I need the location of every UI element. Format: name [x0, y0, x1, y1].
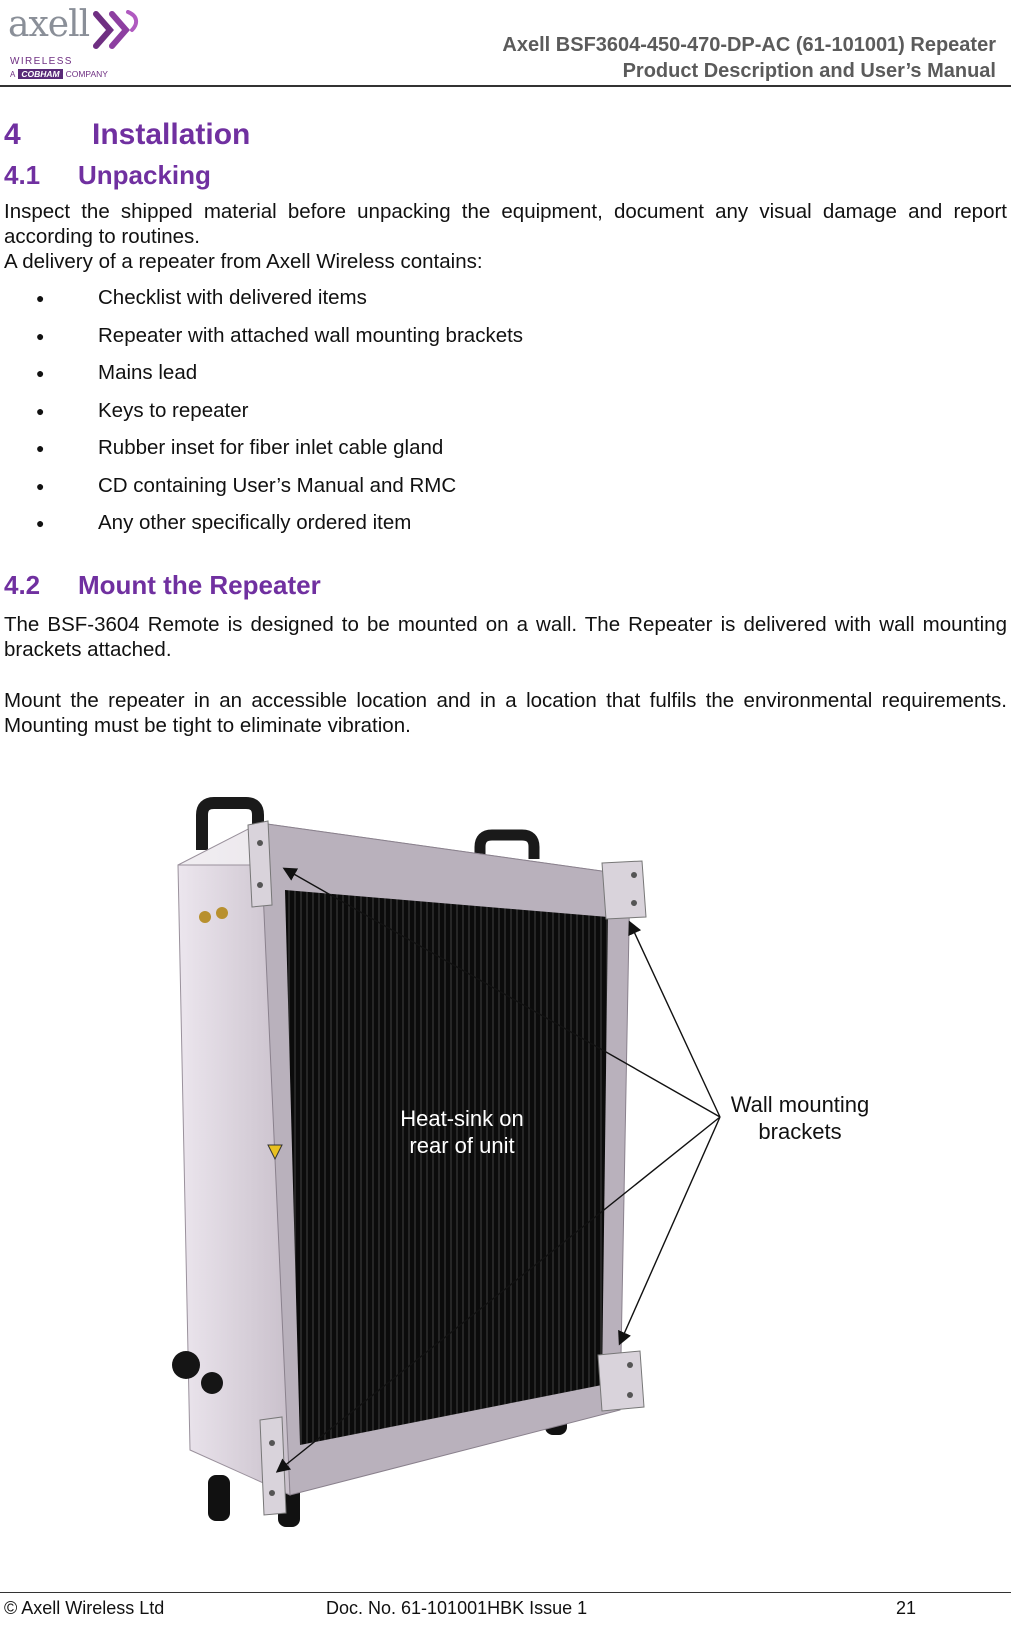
wall-brackets-callout-line2: brackets: [758, 1119, 842, 1144]
heat-sink-callout-line2: rear of unit: [409, 1133, 515, 1158]
foot: [208, 1475, 230, 1521]
footer-doc-number: Doc. No. 61-101001HBK Issue 1: [326, 1598, 588, 1618]
logo-subtitle-wireless: WIRELESS: [10, 56, 73, 67]
cable-gland: [201, 1372, 223, 1394]
document-title-line1: Axell BSF3604-450-470-DP-AC (61-101001) …: [502, 34, 996, 56]
bullet-icon: ●: [36, 327, 45, 344]
heat-sink-callout: Heat-sink on rear of unit: [382, 1105, 542, 1159]
mount-paragraph-2: Mount the repeater in an accessible loca…: [4, 689, 1007, 737]
logo-company-text: COMPANY: [65, 69, 108, 79]
subsection-title: Unpacking: [78, 160, 211, 190]
list-item: ● Any other specifically ordered item: [36, 511, 523, 549]
list-item: ● Rubber inset for fiber inlet cable glan…: [36, 436, 523, 474]
list-item-text: Mains lead: [98, 361, 198, 384]
bullet-icon: ●: [36, 515, 45, 531]
list-item: ● Keys to repeater: [36, 399, 523, 437]
bullet-icon: ●: [36, 440, 45, 456]
repeater-photo-figure: Heat-sink on rear of unit Wall mounting …: [150, 795, 910, 1530]
logo-chevron-icon: [93, 10, 139, 49]
cable-gland: [172, 1351, 200, 1379]
heat-sink-callout-line1: Heat-sink on: [400, 1106, 524, 1131]
header-divider: [0, 85, 1011, 87]
wall-brackets-callout: Wall mounting brackets: [720, 1091, 880, 1145]
list-item-text: Keys to repeater: [98, 398, 249, 422]
bullet-icon: ●: [36, 365, 45, 381]
handle: [474, 829, 540, 863]
cobham-brand: COBHAM: [18, 69, 63, 79]
list-item-text: CD containing User’s Manual and RMC: [98, 473, 457, 497]
subsection-title: Mount the Repeater: [78, 570, 321, 600]
subsection-heading-mount: 4.2 Mount the Repeater: [4, 570, 321, 601]
subsection-number: 4.1: [4, 160, 41, 190]
bullet-icon: ●: [36, 290, 45, 306]
subsection-heading-unpacking: 4.1 Unpacking: [4, 160, 211, 191]
section-title: Installation: [92, 118, 251, 151]
list-item-text: Checklist with delivered items: [98, 286, 367, 309]
list-item-text: Rubber inset for fiber inlet cable gland: [98, 436, 444, 459]
mount-paragraph-1: The BSF-3604 Remote is designed to be mo…: [4, 613, 1007, 661]
document-title-line2: Product Description and User’s Manual: [622, 60, 996, 82]
handle: [196, 797, 264, 850]
list-item: ● CD containing User’s Manual and RMC: [36, 474, 523, 512]
bullet-icon: ●: [36, 402, 45, 419]
list-item: ● Checklist with delivered items: [36, 286, 523, 324]
heat-sink: [285, 890, 608, 1445]
bullet-icon: ●: [36, 477, 45, 494]
list-item: ● Mains lead: [36, 361, 523, 399]
footer-divider: [0, 1592, 1011, 1593]
subsection-number: 4.2: [4, 570, 41, 600]
warning-label-icon: [267, 1144, 283, 1161]
wall-bracket-bottom-left: [259, 1416, 287, 1516]
connector: [199, 911, 211, 923]
section-heading: 4 Installation: [4, 118, 250, 152]
footer-page-number: 21: [896, 1598, 917, 1618]
unpacking-lead-paragraph: A delivery of a repeater from Axell Wire…: [4, 250, 483, 273]
unpacking-intro-paragraph: Inspect the shipped material before unpa…: [4, 200, 1007, 248]
wall-bracket-top-left: [247, 820, 273, 908]
connector: [216, 907, 228, 919]
list-item: ● Repeater with attached wall mounting br…: [36, 324, 523, 362]
repeater-illustration: [172, 797, 721, 1527]
wall-bracket-top-right: [601, 860, 647, 920]
wall-brackets-callout-line1: Wall mounting: [730, 1092, 870, 1117]
footer-copyright: © Axell Wireless Ltd: [4, 1598, 165, 1618]
list-item-text: Repeater with attached wall mounting bra…: [98, 323, 524, 347]
logo-a-text: A: [10, 70, 16, 79]
logo-wordmark: axell: [8, 4, 90, 45]
delivery-contents-list: ● Checklist with delivered items ● Repeate…: [36, 286, 523, 549]
section-number: 4: [4, 118, 21, 151]
document-title: Axell BSF3604-450-470-DP-AC (61-101001) …: [502, 32, 996, 84]
bracket-callout-arrows: [275, 867, 721, 1473]
list-item-text: Any other specifically ordered item: [98, 511, 412, 534]
wall-bracket-bottom-right: [597, 1350, 645, 1412]
